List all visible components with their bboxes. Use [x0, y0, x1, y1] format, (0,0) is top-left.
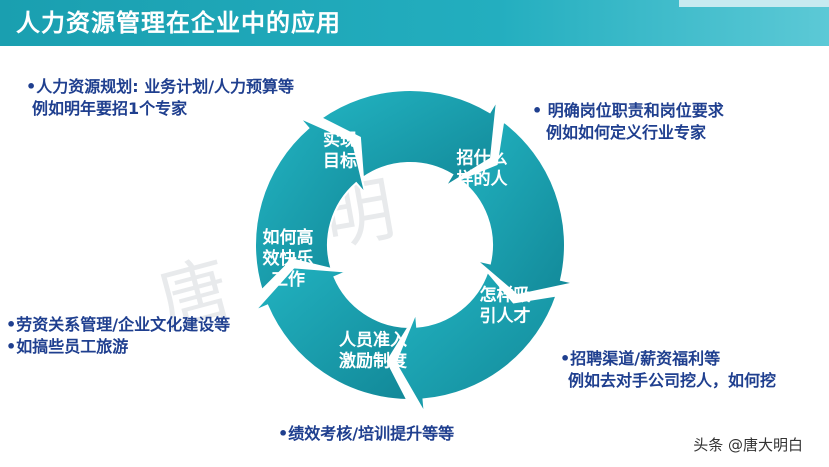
note-line: •人力资源规划: 业务计划/人力预算等	[26, 77, 295, 96]
note-relations: •劳资关系管理/企业文化建设等 •如搞些员工旅游	[6, 314, 230, 358]
cycle-arrow-target	[319, 89, 499, 188]
cycle-label-onboard: 人员准入激励制度	[339, 331, 408, 372]
cycle-label-happy-work: 如何高效快乐工作	[263, 227, 314, 290]
cycle-label-line: 效快乐	[263, 248, 314, 269]
cycle-arrow-attract	[394, 269, 559, 414]
title-corner-accent	[679, 0, 829, 7]
cycle-label-target: 实现目标	[323, 130, 357, 172]
cycle-arrow-recruit-what	[457, 119, 575, 297]
note-line: •劳资关系管理/企业文化建设等	[6, 315, 231, 334]
note-duties: • 明确岗位职责和岗位要求 例如如何定义行业专家	[532, 100, 724, 144]
cycle-segments	[253, 89, 575, 414]
cycle-label-recruit-what: 招什么样的人	[457, 148, 509, 190]
cycle-arrow-onboard	[253, 266, 411, 402]
note-planning: •人力资源规划: 业务计划/人力预算等 例如明年要招1个专家	[26, 76, 294, 120]
cycle-label-line: 目标	[323, 151, 357, 172]
note-line: 例如去对手公司挖人，如何挖	[568, 371, 777, 390]
cycle-label-line: 实现	[323, 130, 357, 151]
note-line: •绩效考核/培训提升等等	[278, 424, 455, 443]
note-line: 例如如何定义行业专家	[546, 123, 707, 142]
signature-watermark: 头条 @唐大明白	[693, 436, 803, 454]
cycle-label-line: 引人才	[480, 306, 531, 327]
title-bar: 人力资源管理在企业中的应用	[0, 0, 829, 46]
cycle-label-line: 工作	[271, 269, 305, 290]
cycle-label-line: 样的人	[457, 169, 509, 190]
cycle-label-line: 人员准入	[339, 331, 407, 351]
cycle-label-attract: 怎样吸引人才	[480, 285, 532, 327]
cycle-label-line: 激励制度	[339, 351, 408, 372]
cycle-arrow-happy-work	[254, 116, 367, 293]
cycle-labels: 实现目标招什么样的人怎样吸引人才人员准入激励制度如何高效快乐工作	[263, 130, 532, 372]
cycle-label-line: 如何高	[263, 227, 314, 248]
note-line: • 明确岗位职责和岗位要求	[532, 101, 724, 120]
note-line: 例如明年要招1个专家	[32, 99, 188, 118]
note-performance: •绩效考核/培训提升等等	[278, 423, 454, 445]
note-line: •招聘渠道/薪资福利等	[560, 349, 721, 368]
note-channels: •招聘渠道/薪资福利等 例如去对手公司挖人，如何挖	[560, 348, 776, 392]
note-line: •如搞些员工旅游	[6, 337, 129, 356]
cycle-label-line: 招什么	[457, 148, 508, 169]
cycle-label-line: 怎样吸	[480, 285, 532, 306]
page-title: 人力资源管理在企业中的应用	[16, 9, 341, 37]
